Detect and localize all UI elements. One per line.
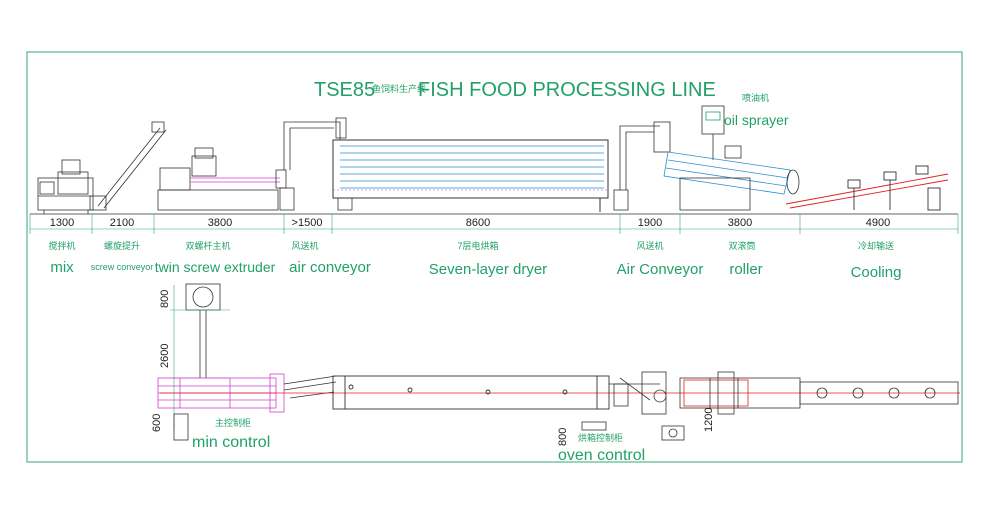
station-zh-mix: 搅拌机 <box>48 240 75 251</box>
plan-dryer <box>332 375 610 410</box>
title-chinese: 鱼饲料生产线 <box>372 83 426 94</box>
mixer-machine <box>37 159 94 214</box>
station-en-extruder: twin screw extruder <box>155 259 276 275</box>
main-control-cabinet <box>173 413 189 441</box>
plan-cooling <box>799 381 959 405</box>
plan-dim-1200: 1200 <box>703 408 715 432</box>
screw-conveyor-machine <box>89 121 167 211</box>
oven-control-en: oven control <box>558 447 645 464</box>
extruder-machine <box>157 147 295 211</box>
oven-control-zh: 烘箱控制柜 <box>578 432 623 443</box>
station-en-air-conveyor: air conveyor <box>289 259 371 276</box>
oven-control-cabinet <box>581 421 607 431</box>
oil-sprayer-zh: 喷油机 <box>742 92 769 103</box>
station-en-mix: mix <box>50 259 74 276</box>
station-length-roller: 3800 <box>728 217 752 229</box>
station-zh-dryer: 7层电烘箱 <box>457 240 498 251</box>
seven-layer-dryer <box>332 139 609 212</box>
station-length-extruder: 3800 <box>208 217 232 229</box>
station-en-roller: roller <box>729 261 762 278</box>
plan-air-conveyor <box>283 375 337 399</box>
plan-dim-800-top: 800 <box>159 290 171 308</box>
drawing-frame <box>26 51 963 463</box>
title-english: FISH FOOD PROCESSING LINE <box>418 79 716 101</box>
station-zh-extruder: 双螺杆主机 <box>185 240 230 251</box>
station-en-dryer: Seven-layer dryer <box>429 261 547 278</box>
roller-control-box <box>661 425 685 441</box>
station-zh-screw-conveyor: 螺旋提升 <box>104 240 140 251</box>
station-length-dryer: 8600 <box>466 217 490 229</box>
air-conveyor-pipe <box>283 117 347 170</box>
station-length-air-conveyor: >1500 <box>292 217 323 229</box>
station-en-cooling: Cooling <box>851 264 902 281</box>
station-length-air-conveyor-2: 1900 <box>638 217 662 229</box>
plan-dim-2600: 2600 <box>159 344 171 368</box>
station-zh-cooling: 冷却输送 <box>858 240 894 251</box>
roller-machine <box>663 105 800 211</box>
title-model: TSE85 <box>314 79 375 101</box>
station-length-cooling: 4900 <box>866 217 890 229</box>
main-control-en: min control <box>192 434 270 451</box>
station-length-mix: 1300 <box>50 217 74 229</box>
plan-dim-800-bottom: 800 <box>557 428 569 446</box>
elevation-view: 1300 2100 3800 >1500 8600 1900 3800 4900… <box>29 92 959 281</box>
air-conveyor-2 <box>613 121 671 211</box>
plan-air-conveyor-2 <box>609 371 667 415</box>
station-zh-air-conveyor-2: 风送机 <box>636 240 663 251</box>
plan-roller <box>679 371 801 415</box>
station-zh-roller: 双滚筒 <box>728 240 755 251</box>
station-en-screw-conveyor: screw conveyor <box>91 262 154 272</box>
cooling-conveyor <box>785 165 949 211</box>
plan-control-tower <box>185 283 221 378</box>
station-zh-air-conveyor: 风送机 <box>291 240 318 251</box>
main-control-zh: 主控制柜 <box>215 417 251 428</box>
oil-sprayer-en: oil sprayer <box>724 112 789 128</box>
station-en-air-conveyor-2: Air Conveyor <box>617 261 704 278</box>
plan-dim-600: 600 <box>151 414 163 432</box>
station-length-screw-conveyor: 2100 <box>110 217 134 229</box>
plan-view: 800 2600 600 <box>151 283 960 464</box>
